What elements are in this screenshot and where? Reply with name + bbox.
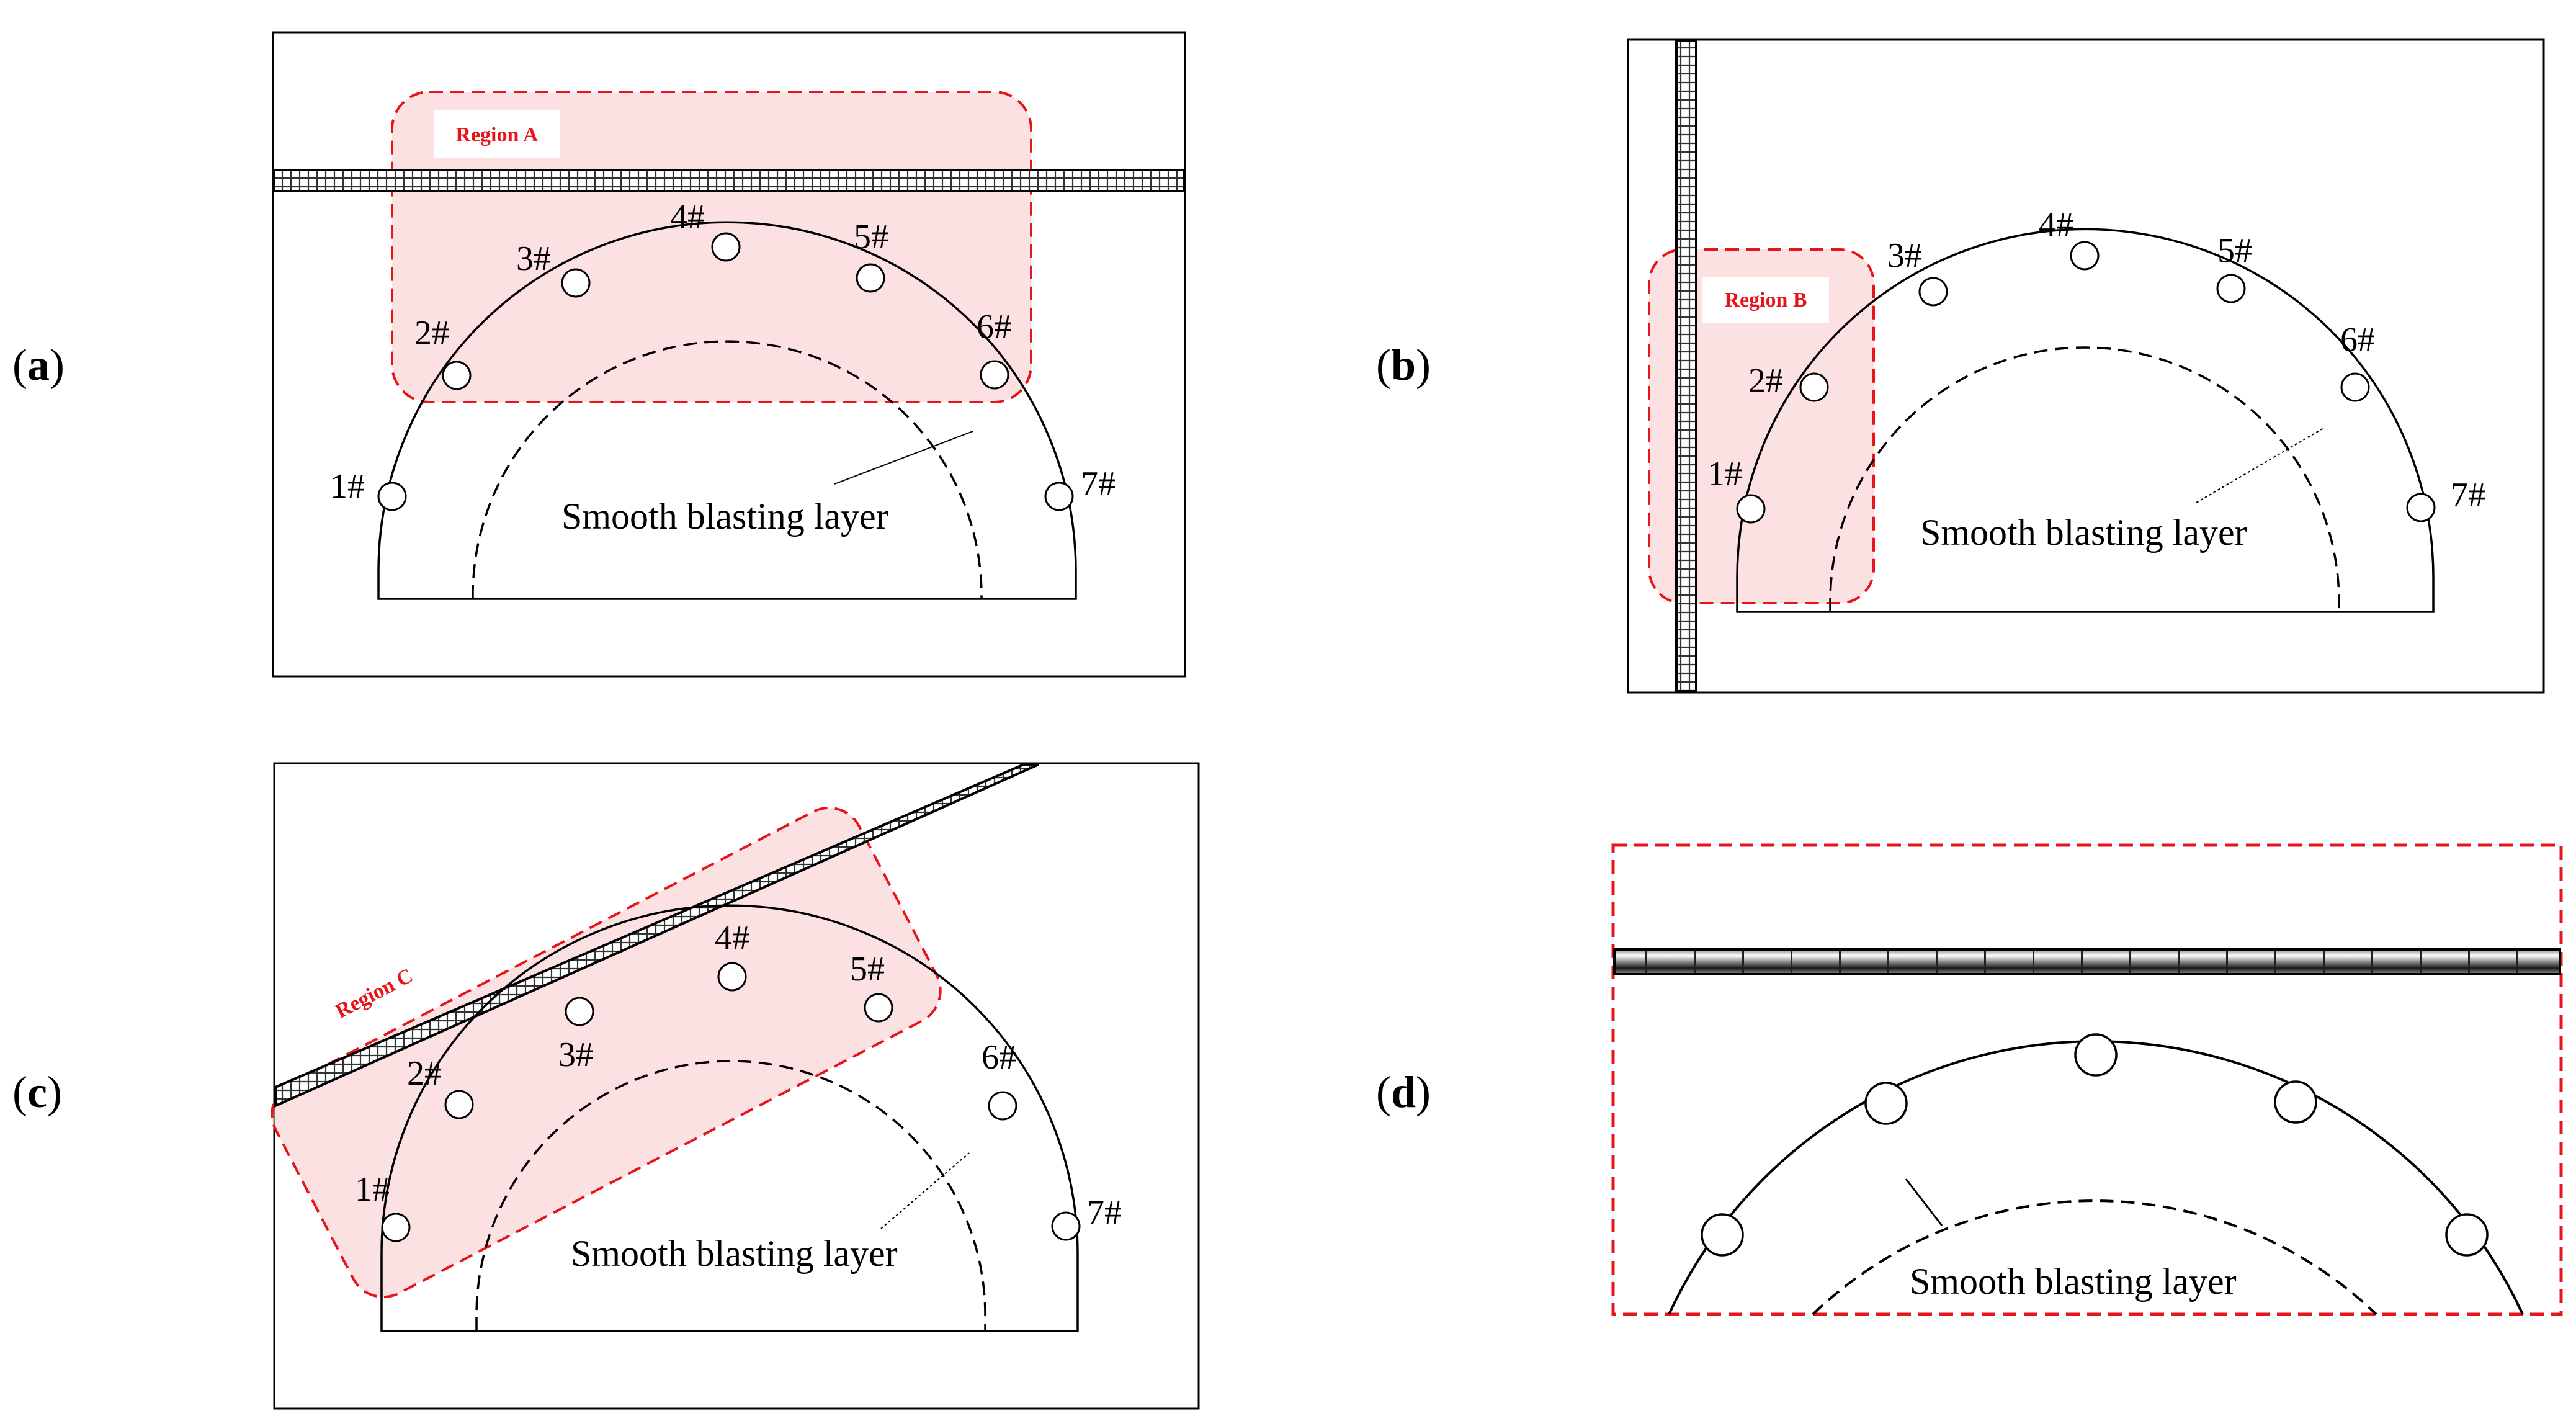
region-b-label: Region B [1724,289,1807,312]
hole-label: 7# [1087,1193,1122,1232]
blast-hole [980,360,1009,390]
hole-label: 4# [715,919,749,957]
blast-hole [2070,241,2100,271]
blast-hole [988,1091,1017,1121]
hole-label: 6# [982,1038,1016,1077]
panel-c: (c) Region C Smooth blasting layer 1# 2#… [12,762,1200,1410]
outer-contour-a [377,221,1077,600]
blast-hole [2406,493,2436,522]
hole-label: 1# [1707,455,1742,493]
blast-hole [1736,494,1766,524]
hole-label: 3# [516,240,551,278]
blast-hole [2340,372,2370,402]
blast-holes-d [1701,1033,2489,1257]
blast-hole [1051,1211,1081,1241]
blast-hole [1799,372,1829,402]
layer-label-c: Smooth blasting layer [571,1233,898,1274]
hole-label: 5# [850,950,885,988]
blast-hole [1864,1082,1908,1125]
region-b-label-box [1702,277,1829,323]
panel-c-frame [273,762,1200,1410]
layer-label-d: Smooth blasting layer [1910,1261,2237,1302]
blast-hole [1918,277,1948,307]
panel-b: (b) Region B Smooth blasting layer 1# 2#… [1376,38,2545,694]
smooth-blasting-boundary-a [472,340,983,599]
blast-hole [856,263,885,293]
panel-d-label: (d) [1376,1067,1431,1117]
joint-b [1675,40,1697,693]
hole-label: 4# [670,198,705,236]
leader-line-c [880,1152,970,1229]
panel-b-label: (b) [1376,340,1431,390]
blast-hole [2216,274,2246,303]
layer-label-b: Smooth blasting layer [1920,512,2247,553]
joint-c [274,763,1039,1108]
blast-holes-a [377,232,1074,511]
region-b [1648,248,1875,604]
hole-label: 5# [854,218,888,256]
hole-label: 3# [1887,236,1922,275]
hole-labels-a: 1# 2# 3# 4# 5# 6# 7# [330,198,1116,506]
joint-d [1613,948,2561,975]
region-c [271,806,942,1299]
blast-hole [381,1213,411,1242]
blast-hole [1701,1213,1744,1257]
blast-hole [2445,1213,2489,1257]
smooth-blasting-boundary-c [475,1060,986,1331]
joint-a [273,169,1185,192]
hole-label: 4# [2039,205,2073,244]
blast-hole [864,993,893,1023]
region-a-label: Region A [455,123,539,146]
panel-c-label: (c) [12,1067,62,1117]
blast-hole [565,997,594,1026]
blast-hole [1044,482,1074,511]
blast-holes-c [381,962,1081,1242]
hole-label: 2# [407,1054,442,1093]
outer-contour-c [380,904,1079,1332]
blast-hole [2274,1080,2317,1124]
blast-holes-b [1736,241,2436,524]
panel-a-label: (a) [12,340,65,390]
hole-labels-c: 1# 2# 3# 4# 5# 6# 7# [355,919,1122,1232]
region-a-label-box [434,110,560,158]
hole-label: 6# [2340,321,2375,359]
blast-hole [711,232,741,262]
hole-label: 1# [330,467,365,506]
outer-contour-b [1736,228,2435,613]
blast-hole [2074,1033,2118,1077]
hole-label: 5# [2217,231,2252,270]
hole-label: 2# [1748,362,1783,400]
panel-d: (d) Smooth blasting layer [1376,843,2563,1316]
hole-label: 3# [558,1036,593,1074]
hole-label: 6# [977,308,1011,346]
leader-line-d [1905,1178,1943,1226]
region-d-frame [1611,843,2563,1316]
panel-a-frame [272,31,1186,678]
hole-label: 1# [355,1170,390,1209]
blast-hole [377,482,407,511]
panel-b-frame [1627,38,2545,694]
hole-label: 7# [1081,465,1116,503]
hole-labels-b: 1# 2# 3# 4# 5# 6# 7# [1707,205,2485,514]
hole-label: 7# [2451,476,2485,514]
region-c-label-box [308,943,439,1041]
blast-hole [561,268,591,298]
leader-line-b [2196,428,2324,503]
blast-hole [444,1090,474,1119]
smooth-blasting-boundary-d [1812,1199,2377,1316]
hole-label: 2# [414,314,449,352]
leader-line-a [834,431,973,485]
layer-label-a: Smooth blasting layer [561,496,888,537]
blast-hole [442,361,472,390]
panel-a: (a) Region A Smooth blasting layer 1# 2#… [12,31,1186,678]
blast-hole [717,962,747,992]
smooth-blasting-boundary-b [1829,346,2340,612]
